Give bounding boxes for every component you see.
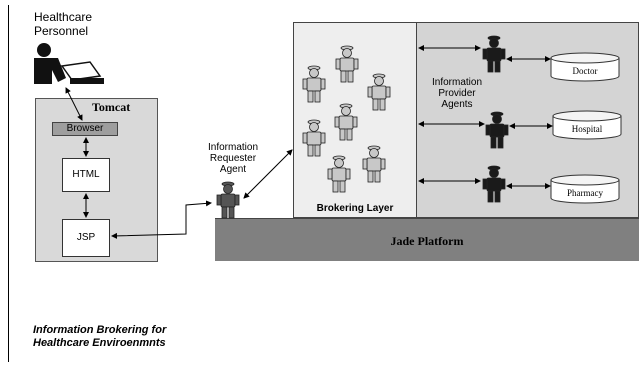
- broker-agent-icon: [335, 45, 359, 83]
- connector-person-browser: [65, 87, 83, 121]
- brokering-layer-label: Brokering Layer: [316, 203, 394, 214]
- connector-jsp-requester: [111, 200, 212, 239]
- healthcare-personnel-label: Healthcare Personnel: [34, 10, 92, 38]
- provider-agent-icon: [482, 165, 506, 203]
- ipa-line-2: Provider: [438, 88, 476, 99]
- ira-line-1: Information: [207, 142, 259, 153]
- provider-agent-icon: [482, 35, 506, 73]
- ipa-line-1: Information: [431, 77, 483, 88]
- database-label: Doctor: [573, 66, 598, 76]
- broker-agent-icon: [302, 119, 326, 157]
- information-provider-agents-label: Information Provider Agents: [421, 77, 493, 110]
- html-box: HTML: [62, 158, 110, 192]
- database-label: Pharmacy: [567, 188, 603, 198]
- broker-agent-icon: [367, 73, 391, 111]
- ipa-line-3: Agents: [441, 99, 473, 110]
- healthcare-personnel-line-1: Healthcare: [34, 10, 93, 24]
- tomcat-title: Tomcat: [92, 100, 131, 114]
- requester-agent-icon: [216, 181, 240, 219]
- database-cylinder-icon: Hospital: [552, 110, 622, 140]
- person-at-computer-icon: [34, 43, 104, 84]
- database-label: Hospital: [572, 124, 603, 134]
- caption-line-1: Information Brokering for: [33, 324, 167, 336]
- ira-line-3: Agent: [219, 164, 247, 175]
- connector-requester-broker: [243, 149, 293, 199]
- diagram-frame: [8, 5, 637, 362]
- browser-box: Browser: [52, 122, 118, 136]
- broker-agent-icon: [327, 155, 351, 193]
- jade-platform: Jade Platform: [215, 218, 639, 261]
- healthcare-personnel-line-2: Personnel: [34, 24, 89, 38]
- database-cylinder-icon: Doctor: [550, 52, 620, 82]
- ira-line-2: Requester: [209, 153, 257, 164]
- information-requester-agent-label: Information Requester Agent: [197, 142, 269, 175]
- caption-line-2: Healthcare Enviroenmnts: [33, 337, 166, 349]
- broker-agent-icon: [334, 103, 358, 141]
- jsp-box: JSP: [62, 219, 110, 257]
- broker-agent-icon: [302, 65, 326, 103]
- diagram-caption: Information Brokering for Healthcare Env…: [33, 324, 166, 350]
- database-cylinder-icon: Pharmacy: [550, 174, 620, 204]
- broker-agent-icon: [362, 145, 386, 183]
- provider-agent-icon: [485, 111, 509, 149]
